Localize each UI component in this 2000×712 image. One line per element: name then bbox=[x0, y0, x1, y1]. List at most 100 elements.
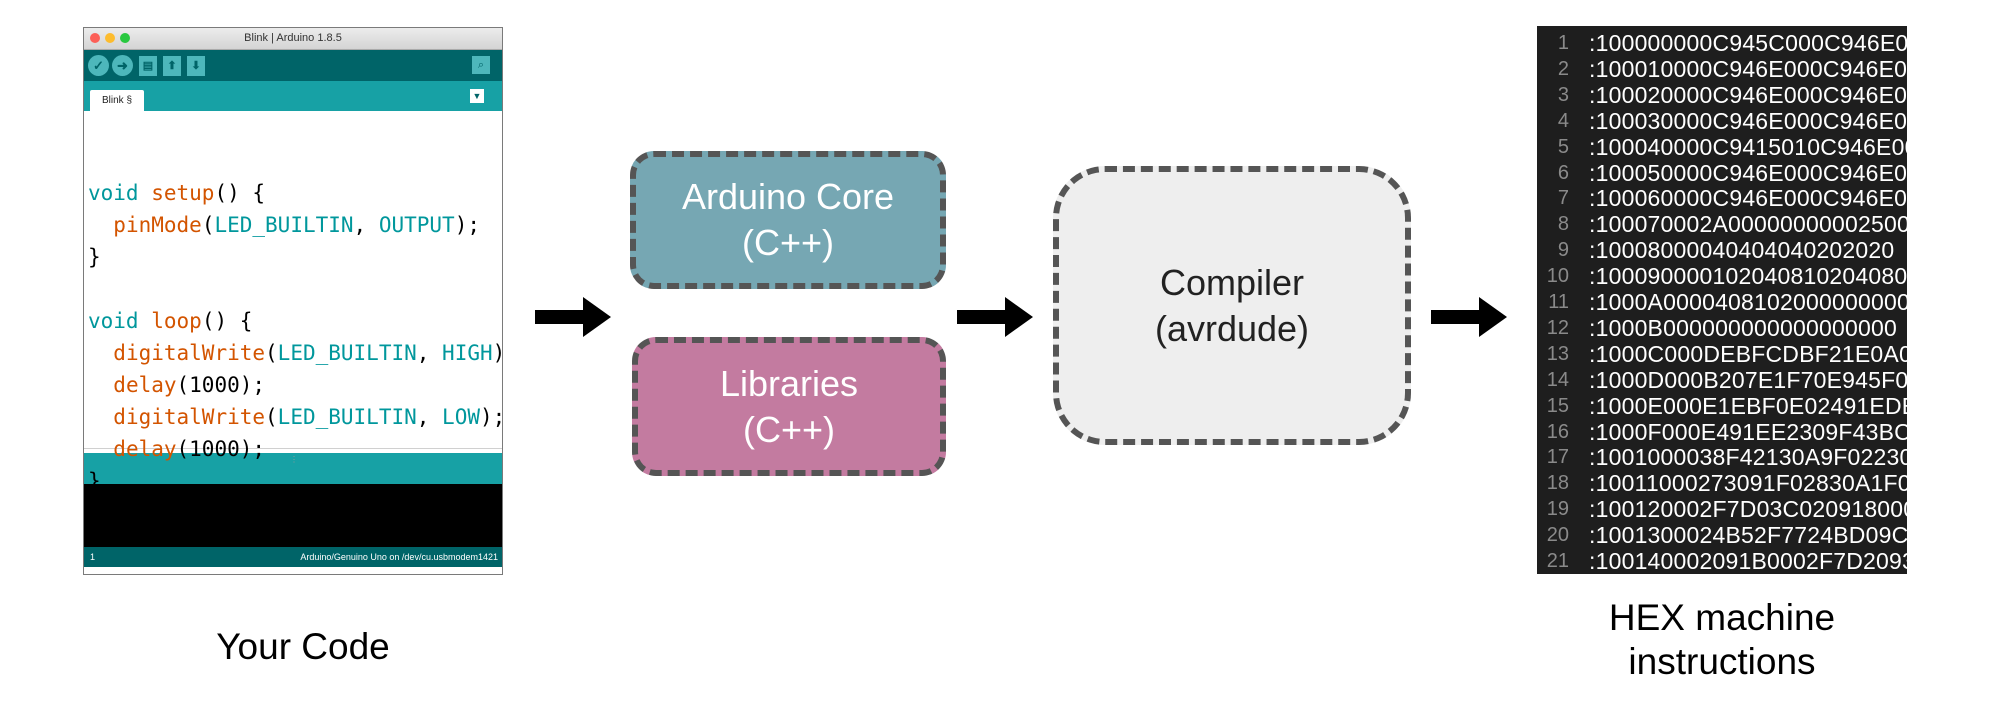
code-token: pinMode bbox=[113, 213, 202, 237]
new-sketch-button[interactable]: ▤ bbox=[139, 55, 157, 76]
ide-toolbar: ✓ ➜ ▤ ⬆ ⬇ ⌕ bbox=[84, 50, 502, 81]
libraries-title: Libraries bbox=[719, 362, 859, 404]
hex-line-number: 5 bbox=[1557, 135, 1569, 158]
hex-line: 10:1000900001020408102040800 bbox=[1537, 263, 1907, 289]
hex-line: 15:1000E000E1EBF0E02491EDE9 bbox=[1537, 393, 1907, 419]
code-token: void bbox=[88, 181, 139, 205]
open-sketch-button[interactable]: ⬆ bbox=[163, 55, 181, 76]
hex-record: :1001300024B52F7724BD09C0 bbox=[1589, 522, 1907, 549]
zoom-window-icon[interactable] bbox=[120, 33, 130, 43]
hex-line: 21 :100140002091B0002F7D2093 bbox=[1537, 548, 1907, 574]
arrow-down-icon: ⬇ bbox=[191, 60, 201, 72]
check-icon: ✓ bbox=[93, 57, 104, 73]
arrow-right-icon bbox=[1431, 297, 1507, 337]
hex-record: :100060000C946E000C946E00 bbox=[1589, 185, 1907, 212]
status-board-port: Arduino/Genuino Uno on /dev/cu.usbmodem1… bbox=[300, 552, 498, 562]
hex-record: :1000B000000000000000000 bbox=[1589, 314, 1897, 341]
hex-record: :100000000C945C000C946E00 bbox=[1589, 30, 1907, 56]
code-token: loop bbox=[151, 309, 202, 333]
code-line: } bbox=[88, 241, 502, 273]
minimize-window-icon[interactable] bbox=[105, 33, 115, 43]
arrow-right-icon: ➜ bbox=[117, 57, 128, 73]
libraries-box: Libraries (C++) bbox=[632, 337, 946, 476]
code-token: ( bbox=[201, 213, 215, 237]
window-controls bbox=[90, 33, 130, 43]
hex-record: :1000C000DEBFCDBF21E0A0E0 bbox=[1589, 340, 1907, 367]
hex-line-number: 11 bbox=[1548, 291, 1569, 313]
hex-line: 20 :1001300024B52F7724BD09C0 bbox=[1537, 522, 1907, 548]
hex-line: 19 :100120002F7D03C020918000 bbox=[1537, 496, 1907, 522]
code-token: LED_BUILTIN bbox=[214, 213, 354, 237]
hex-record: :10011000273091F02830A1F0 bbox=[1589, 470, 1907, 497]
triangle-down-icon: ▼ bbox=[472, 91, 482, 101]
tab-blink[interactable]: Blink § bbox=[90, 90, 145, 111]
code-token: digitalWrite bbox=[113, 405, 266, 429]
code-token bbox=[139, 309, 152, 333]
caption-hex: HEX machine instructions bbox=[1552, 596, 1892, 684]
code-line: delay(1000); bbox=[88, 369, 502, 401]
hex-record: :1000E000E1EBF0E02491EDE9 bbox=[1589, 392, 1907, 419]
hex-record: :1000D000B207E1F70E945F01 bbox=[1589, 366, 1907, 393]
status-line-number: 1 bbox=[90, 552, 96, 562]
hex-line-number: 12 bbox=[1546, 316, 1569, 339]
hex-line: 1 :100000000C945C000C946E00 bbox=[1537, 30, 1907, 56]
code-editor[interactable]: void setup() { pinMode(LED_BUILTIN, OUTP… bbox=[84, 111, 502, 493]
hex-line-number: 21 bbox=[1546, 550, 1569, 572]
hex-line-number: 9 bbox=[1557, 239, 1569, 262]
arrow-up-icon: ⬆ bbox=[167, 60, 177, 72]
hex-line-number: 20 bbox=[1546, 524, 1569, 547]
hex-line: 11:1000A0000408102000000000 bbox=[1537, 289, 1907, 315]
code-line: void loop() { bbox=[88, 305, 502, 337]
hex-line: 9:10008000040404040202020 bbox=[1537, 237, 1907, 263]
code-token bbox=[88, 213, 113, 237]
code-token: () { bbox=[214, 181, 266, 205]
code-line: } bbox=[88, 465, 502, 497]
hex-line: 16:1000F000E491EE2309F43BC0 bbox=[1537, 419, 1907, 445]
resize-handle-icon[interactable]: ⋮ bbox=[290, 444, 298, 464]
hex-record: :100140002091B0002F7D2093 bbox=[1589, 548, 1907, 574]
message-bar bbox=[84, 453, 502, 484]
hex-record: :100070002A00000000002500 bbox=[1589, 211, 1907, 238]
hex-line-number: 3 bbox=[1557, 83, 1569, 106]
code-token: (1000); bbox=[176, 373, 266, 397]
hex-line-number: 19 bbox=[1546, 498, 1569, 521]
compiler-title: Compiler bbox=[1159, 261, 1305, 303]
save-sketch-button[interactable]: ⬇ bbox=[187, 55, 205, 76]
editor-divider[interactable] bbox=[84, 448, 502, 453]
hex-line-number: 8 bbox=[1557, 213, 1569, 236]
code-token: HIGH bbox=[442, 341, 493, 365]
code-token: ( bbox=[265, 341, 278, 365]
verify-button[interactable]: ✓ bbox=[88, 55, 109, 76]
code-token: LED_BUILTIN bbox=[277, 341, 417, 365]
close-window-icon[interactable] bbox=[90, 33, 100, 43]
code-token: setup bbox=[151, 181, 215, 205]
code-token bbox=[88, 373, 113, 397]
code-token: digitalWrite bbox=[113, 341, 266, 365]
hex-record: :100050000C946E000C946E00 bbox=[1589, 159, 1907, 186]
code-token: ); bbox=[454, 213, 480, 237]
code-token: } bbox=[88, 469, 101, 493]
hex-line: 14:1000D000B207E1F70E945F01 bbox=[1537, 367, 1907, 393]
code-line: void setup() { bbox=[88, 177, 502, 209]
caption-hex-line2: instructions bbox=[1628, 641, 1816, 682]
hex-record: :100120002F7D03C020918000 bbox=[1589, 496, 1907, 523]
hex-line-number: 13 bbox=[1546, 342, 1569, 365]
serial-monitor-button[interactable]: ⌕ bbox=[472, 56, 490, 74]
hex-line: 17:1001000038F42130A9F02230 bbox=[1537, 444, 1907, 470]
arrow-right-icon bbox=[957, 297, 1033, 337]
new-file-icon: ▤ bbox=[142, 60, 154, 72]
hex-line-number: 18 bbox=[1546, 472, 1569, 495]
arrow-right-icon bbox=[535, 297, 611, 337]
upload-button[interactable]: ➜ bbox=[112, 55, 133, 76]
caption-your-code: Your Code bbox=[216, 626, 390, 667]
hex-line-number: 1 bbox=[1557, 32, 1569, 54]
code-token: delay bbox=[113, 437, 177, 461]
code-token bbox=[88, 341, 113, 365]
code-token bbox=[139, 181, 152, 205]
tab-menu-button[interactable]: ▼ bbox=[470, 89, 484, 103]
code-line: pinMode(LED_BUILTIN, OUTPUT); bbox=[88, 209, 502, 241]
code-token: () { bbox=[201, 309, 253, 333]
code-line: digitalWrite(LED_BUILTIN, LOW); bbox=[88, 401, 502, 433]
caption-hex-line1: HEX machine bbox=[1608, 597, 1836, 638]
magnifier-icon: ⌕ bbox=[477, 58, 485, 71]
